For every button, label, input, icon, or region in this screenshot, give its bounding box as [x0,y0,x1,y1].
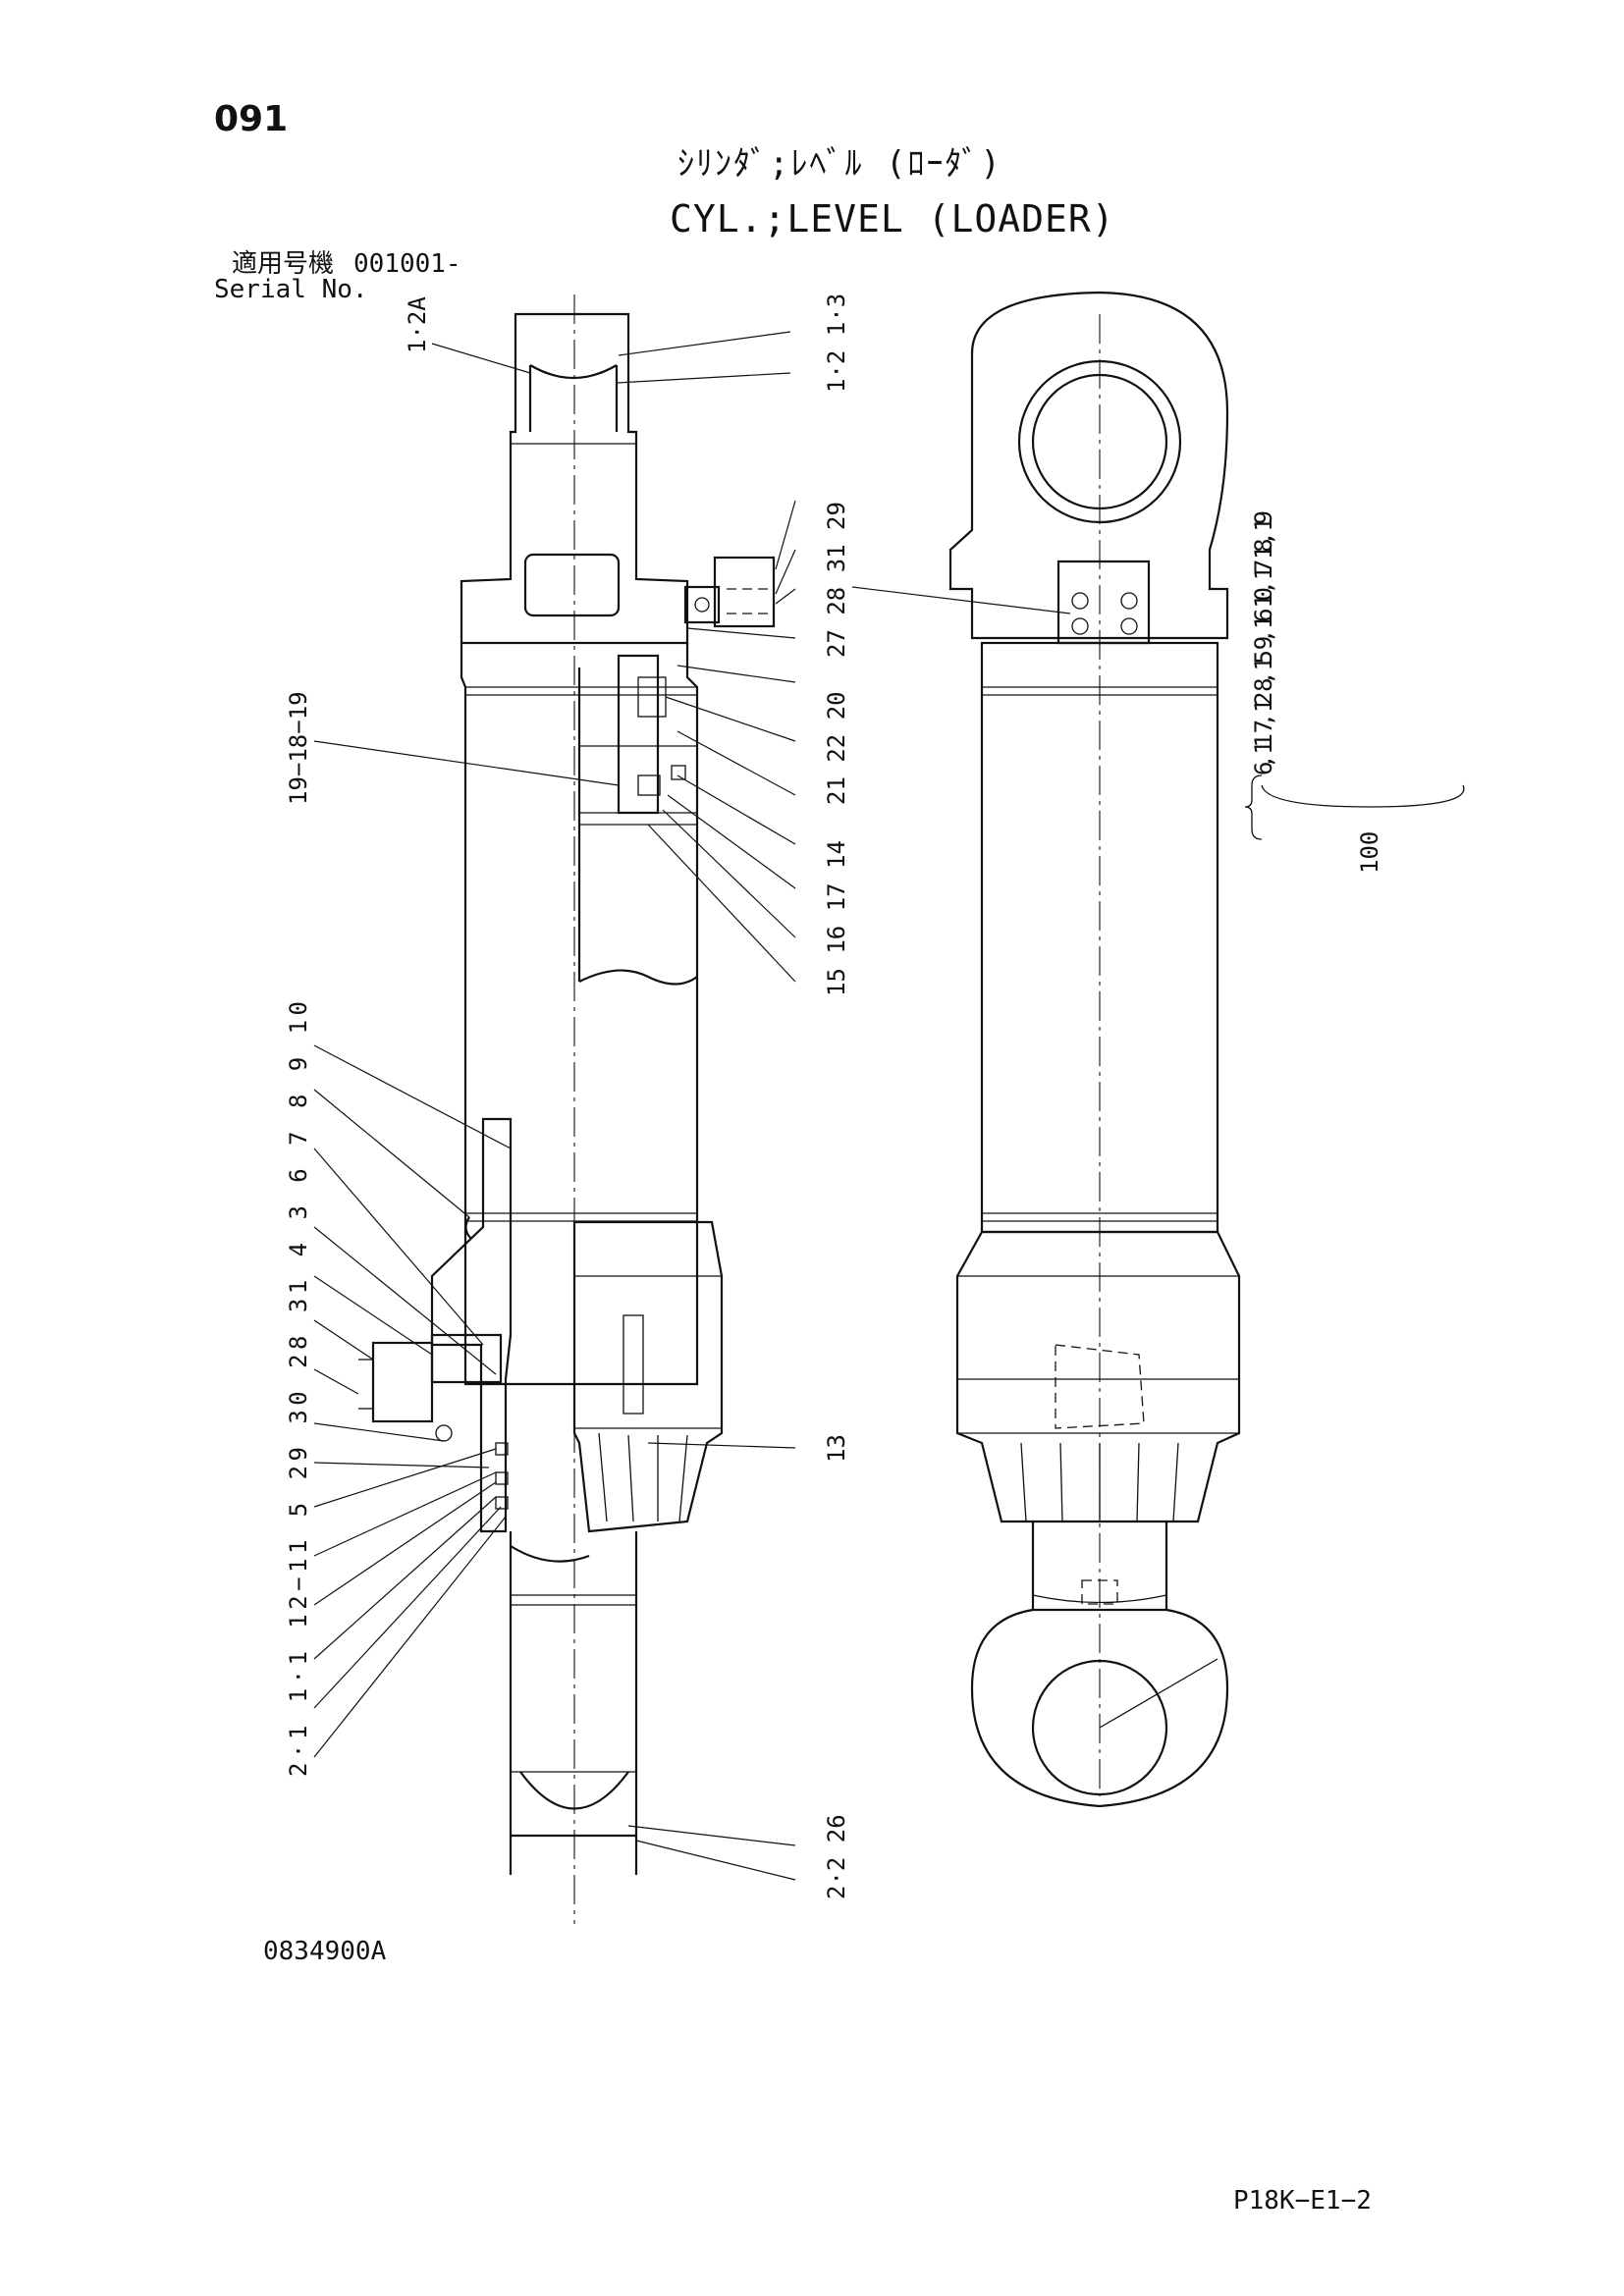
leader-17 [662,809,796,938]
callout-group-pairs: 6, 11 7, 12 8, 15 9, 16 10, 17 18, 19 [1250,510,1277,775]
leader-20 [677,730,796,796]
rod-eye-leader [1099,1658,1218,1729]
rod-eye-ring [1031,1659,1168,1796]
leader-22 [665,696,796,742]
gland-right-hidden-port [1055,1344,1145,1429]
rod-end-pin [519,1771,629,1810]
leader-29-left [313,1275,433,1356]
gland-outer [572,1220,724,1533]
gland-right [955,1230,1241,1523]
leader-4 [313,1462,490,1468]
rod-right-band [1032,1594,1167,1604]
gland-flutes [598,1432,688,1522]
gland-port-block [371,1341,434,1423]
head-eye-inner-ring [1031,373,1168,510]
leader-3 [313,1448,497,1508]
leader-6 [313,1471,497,1557]
head-bolt-1 [1071,592,1089,610]
gland-section [430,1117,513,1533]
page-code: P18K−E1−2 [1233,2186,1372,2216]
leader-27 [775,500,796,570]
leader-1-2A [431,343,531,374]
head-port-block [523,553,621,617]
head-pin-arc [529,364,618,380]
piston-nut [637,676,667,718]
callout-13: 13 [823,1434,850,1463]
head-bolt-2 [1071,617,1089,635]
leader-28 [775,549,796,595]
head-bolt-4 [1120,617,1138,635]
leader-16 [667,794,796,889]
piston-ring-a [637,774,661,796]
port-flange-right [683,585,721,624]
serial-label-english: Serial No. [214,275,368,304]
head-bore-left [528,365,619,432]
leader-2-2 [635,1840,796,1881]
callout-group-total: 100 [1356,831,1383,874]
leader-13 [647,1442,796,1449]
seal-3 [495,1496,509,1510]
leader-29 [686,627,796,639]
title-english: CYL.;LEVEL (LOADER) [670,197,1115,240]
head-bolt-3 [1120,592,1138,610]
leader-21 [677,665,796,683]
gland-port-flange [430,1333,503,1384]
serial-label-japanese: 適用号機 [232,249,335,279]
leader-1-3 [618,331,791,356]
leader-2-1 [313,1044,512,1149]
callout-21-22-20: 21 22 20 [823,691,850,805]
leader-10 [313,1516,507,1758]
callout-left-column: 2·1 1·1 12−11 5 29 30 28 31 4 3 6 7 8 9 … [285,1001,312,1777]
port-bolt-right [694,597,710,613]
gland-bolt-hidden [623,1314,644,1415]
callout-1-2A: 1·2A [404,296,431,353]
leader-31-left [313,1422,445,1442]
rod-right-hidden [1081,1579,1118,1605]
callout-27-28-31-29: 27 28 31 29 [823,502,850,658]
group-brace-left [1244,774,1263,840]
gland-recess [464,1216,472,1240]
gland-fitting [435,1424,453,1442]
leader-30 [313,1319,374,1361]
leader-8 [313,1496,497,1660]
head-eye-outer-ring [1017,359,1182,524]
leader-5 [313,1226,497,1375]
head-eye-right [948,291,1229,640]
section-break-upper [578,969,698,986]
piston-ring-b [671,765,686,780]
callout-2-2-26: 2·2 26 [823,1814,850,1899]
leader-right-31 [851,586,1071,614]
callout-leaders [313,331,1071,1881]
callout-1-2-1-3: 1·2 1·3 [823,294,850,393]
leader-12-11 [313,1148,484,1346]
page-number: 091 [214,99,289,139]
right-external-view [948,291,1241,1808]
gland-right-flutes [1020,1442,1179,1522]
leader-1-1 [313,1089,470,1218]
section-break-lower [510,1545,590,1563]
leader-14 [647,824,796,983]
seal-2 [495,1471,509,1485]
leader-19-18-19 [313,740,620,786]
serial-range: 001001- [353,249,461,279]
leader-9 [313,1506,502,1709]
callout-19-18-19: 19−18−19 [285,691,312,805]
drawing-number: 0834900A [263,1937,387,1966]
leader-28-left [313,1368,359,1395]
title-japanese: ｼﾘﾝﾀﾞ;ﾚﾍﾞﾙ (ﾛｰﾀﾞ) [677,144,1002,184]
port-block-right [713,556,776,628]
leader-26 [627,1825,796,1846]
left-sectional-view [358,294,776,1924]
leader-7 [313,1481,497,1606]
leader-31 [775,588,796,605]
leader-15 [677,774,796,845]
rod-eye-right [970,1608,1229,1808]
callout-15-16-17-14: 15 16 17 14 [823,840,850,996]
leader-1-2 [616,372,791,384]
cylinder-tube-left [460,643,699,1386]
group-brace-bottom [1261,784,1465,808]
